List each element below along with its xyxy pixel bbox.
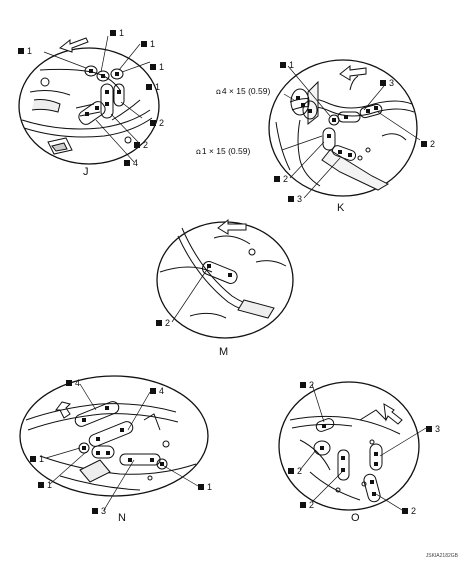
callout-o-2: 3 (426, 424, 440, 434)
direction-arrow-icon (217, 218, 247, 235)
reference-square-icon (402, 508, 408, 514)
view-label-o: O (351, 512, 360, 524)
callout-o-4: 2 (300, 500, 314, 510)
callout-n-6: 3 (92, 506, 106, 516)
view-o-drawing (278, 381, 427, 511)
reference-square-icon (150, 120, 156, 126)
reference-square-icon (110, 30, 116, 36)
reference-square-icon (134, 142, 140, 148)
callout-o-3: 2 (288, 466, 302, 476)
reference-square-icon (426, 426, 432, 432)
callout-j-8: 4 (124, 158, 138, 168)
callout-k-4: 2 (274, 174, 288, 184)
view-label-j: J (83, 166, 89, 178)
callout-n-1: 4 (66, 378, 80, 388)
direction-arrow-icon (383, 403, 403, 425)
view-n-drawing (19, 375, 209, 511)
reference-square-icon (421, 141, 427, 147)
view-label-k: K (337, 202, 345, 214)
callout-j-7: 2 (134, 140, 148, 150)
callout-j-3: 1 (141, 39, 155, 49)
reference-square-icon (124, 160, 130, 166)
view-label-n: N (118, 512, 126, 524)
callout-j-4: 1 (150, 62, 164, 72)
reference-square-icon (288, 468, 294, 474)
callout-k-1: 1 (280, 60, 294, 70)
view-j-drawing (18, 35, 160, 165)
figure-code: JSKIA2182GB (425, 553, 458, 559)
reference-square-icon (18, 48, 24, 54)
callout-n-4: 1 (38, 480, 52, 490)
view-label-m: M (219, 346, 229, 358)
callout-j-1: 1 (18, 46, 32, 56)
callout-m-1: 2 (156, 318, 170, 328)
callout-k-3: 2 (421, 139, 435, 149)
reference-square-icon (141, 41, 147, 47)
reference-square-icon (38, 482, 44, 488)
reference-square-icon (150, 64, 156, 70)
reference-square-icon (66, 380, 72, 386)
callout-j-5: 1 (146, 82, 160, 92)
reference-square-icon (280, 62, 286, 68)
reference-square-icon (156, 320, 162, 326)
reference-square-icon (300, 382, 306, 388)
reference-square-icon (274, 176, 280, 182)
callout-n-5: 1 (198, 482, 212, 492)
callout-o-5: 2 (402, 506, 416, 516)
reference-square-icon (30, 456, 36, 462)
reference-square-icon (92, 508, 98, 514)
callout-o-1: 2 (300, 380, 314, 390)
callout-j-6: 2 (150, 118, 164, 128)
view-m-drawing (156, 218, 294, 339)
callout-k-5: 3 (288, 194, 302, 204)
reference-square-icon (288, 196, 294, 202)
callout-n-3: 1 (30, 454, 44, 464)
reference-square-icon (150, 388, 156, 394)
reference-square-icon (380, 80, 386, 86)
bolt-pair-icon: ꭥ (196, 147, 201, 156)
callout-k-2: 3 (380, 78, 394, 88)
reference-square-icon (198, 484, 204, 490)
direction-arrow-icon (339, 64, 367, 81)
callout-n-2: 4 (150, 386, 164, 396)
reference-square-icon (146, 84, 152, 90)
direction-arrow-icon (58, 37, 89, 53)
bolt-pair-icon: ꭥ (216, 87, 221, 96)
reference-square-icon (300, 502, 306, 508)
view-k-drawing (268, 59, 421, 199)
callout-j-2: 1 (110, 28, 124, 38)
